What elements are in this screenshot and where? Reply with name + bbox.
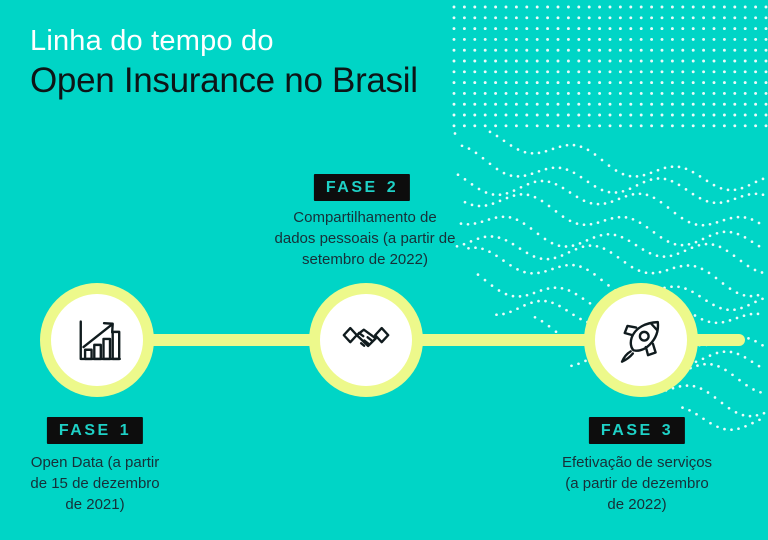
phase-3-description: Efetivação de serviços (a partir de deze… [562,452,712,515]
phase-2-badge-number: 2 [386,179,399,196]
phase-2-description-line: setembro de 2022) [302,251,428,268]
phase-3-badge-number: 3 [661,422,674,439]
timeline-node-circle [595,294,687,386]
title-line-2: Open Insurance no Brasil [30,61,418,101]
timeline-node-phase-2 [309,283,423,397]
phase-3-description-line: de 2022) [607,496,667,513]
timeline-node-circle [320,294,412,386]
phase-2-description: Compartilhamento de dados pessoais (a pa… [275,207,456,270]
phase-1-description-line: de 15 de dezembro [30,475,160,492]
phase-1-description: Open Data (a partir de 15 de dezembro de… [30,452,159,515]
timeline-node-phase-3 [584,283,698,397]
bar-chart-growth-icon [79,320,121,361]
rocket-icon [620,320,660,363]
phase-2-description-line: Compartilhamento de [293,209,437,226]
timeline-node-circle [51,294,143,386]
title-line-1: Linha do tempo do [30,25,274,57]
handshake-icon [342,326,390,348]
phase-3-badge-word: FASE [600,422,653,439]
page-title: Linha do tempo do Open Insurance no Bras… [30,24,418,102]
phase-1-badge-number: 1 [119,422,132,439]
phase-2-badge-word: FASE [325,179,378,196]
phase-2-badge: FASE 2 [313,174,411,201]
phase-2-description-line: dados pessoais (a partir de [274,230,456,247]
phase-3-description-line: Efetivação de serviços [561,454,713,471]
phase-1-description-line: Open Data (a partir [30,454,160,471]
phase-1-description-line: de 2021) [65,496,125,513]
phase-3-description-line: (a partir de dezembro [565,475,709,492]
timeline-node-phase-1 [40,283,154,397]
phase-1-badge: FASE 1 [46,417,144,444]
phase-3-badge: FASE 3 [588,417,686,444]
phase-1-badge-word: FASE [58,422,111,439]
